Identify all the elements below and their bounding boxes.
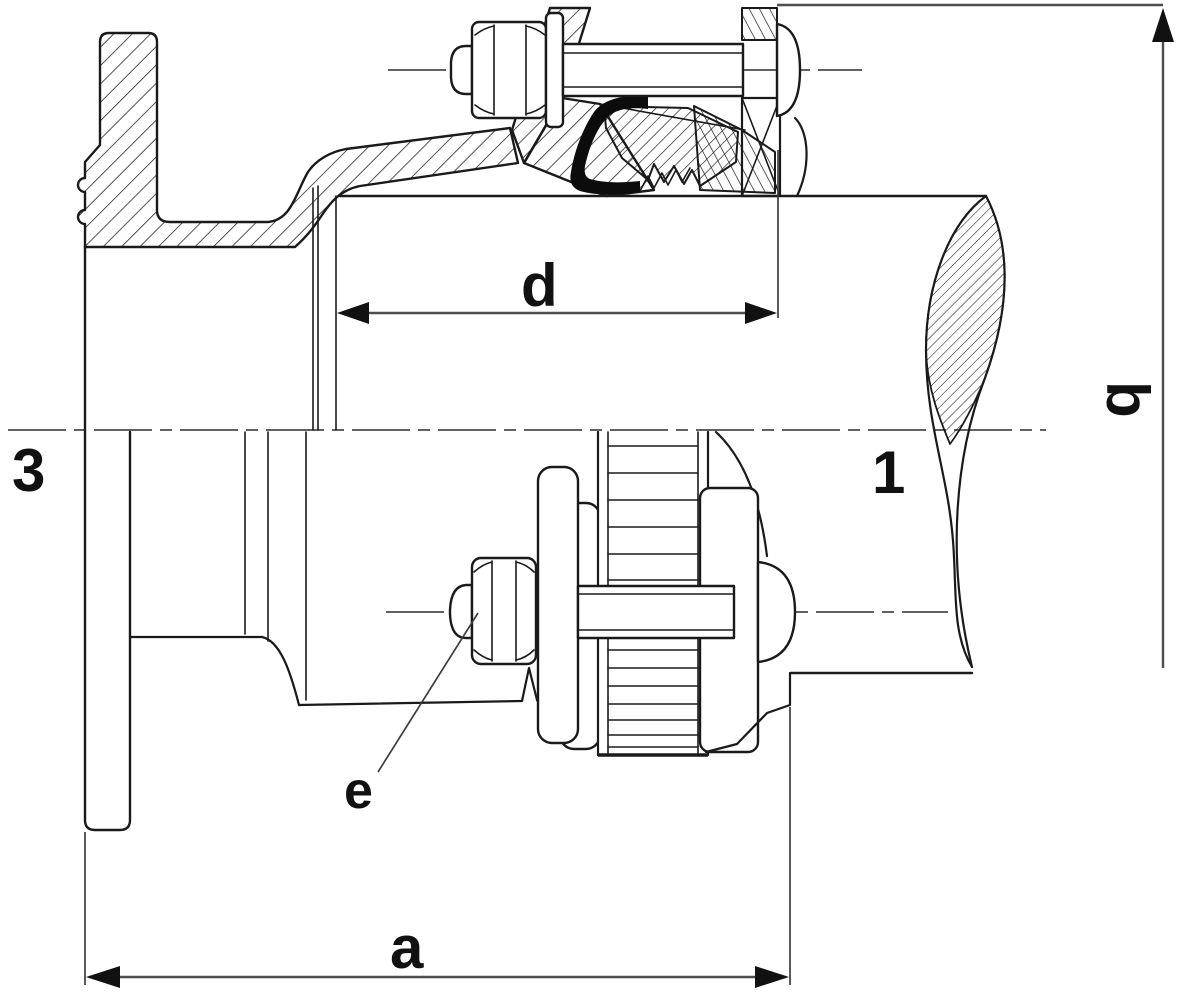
gasket-chamber — [570, 95, 776, 195]
part-label-pipe: 1 — [872, 439, 905, 506]
grip-ring-teeth — [639, 167, 691, 192]
dimension-b: b — [777, 3, 1174, 668]
top-bolt-thread-tip — [449, 44, 474, 96]
gland-wing-silhouette — [714, 430, 769, 558]
top-bolt-head — [775, 22, 802, 118]
grip-ring-ribs — [607, 445, 699, 748]
top-bolt-assembly — [449, 11, 802, 129]
part-label-flange-adapter: 3 — [12, 437, 45, 504]
bottom-bolt-nut — [470, 556, 538, 666]
arrowhead-up — [1152, 8, 1174, 42]
dimension-d: d — [337, 150, 779, 324]
rubber-seal — [570, 95, 648, 195]
nut-chamfers — [473, 561, 535, 661]
lug-root-silhouette-right — [704, 671, 792, 754]
top-bolt-washer — [544, 11, 565, 129]
hub-fillet — [260, 635, 301, 707]
arrowhead-right — [745, 302, 777, 324]
arrowhead-left — [337, 302, 369, 324]
callout-label-e: e — [344, 762, 373, 820]
arrowhead-right — [755, 966, 789, 988]
pipe-break-crescent — [925, 195, 1006, 445]
pipe-break-outer-curve — [955, 194, 1006, 669]
flange-disc-outline — [83, 245, 132, 832]
pipe-break-inner-curve — [924, 194, 988, 669]
dim-label-d: d — [521, 252, 558, 319]
gland-ring-right-face — [793, 116, 808, 198]
pipe — [312, 185, 1006, 675]
bell-bottom-edge — [297, 699, 524, 707]
flange-body-hatched — [76, 31, 520, 249]
bottom-bolt-assembly — [448, 556, 797, 666]
nut-chamfers — [474, 25, 546, 115]
pressure-ring-hatched — [693, 105, 776, 194]
bottom-bolt-head — [756, 560, 797, 664]
top-bolt-shank — [561, 42, 745, 98]
top-bolt-nut — [470, 20, 548, 120]
callout-e: e — [344, 612, 479, 820]
arrowhead-left — [86, 966, 120, 988]
clamp-lug-top-hatched — [741, 7, 778, 41]
dim-label-a: a — [390, 914, 424, 981]
coupling-exterior-lower — [83, 245, 792, 832]
dim-label-b: b — [1094, 381, 1161, 418]
dimension-a: a — [84, 707, 791, 988]
bottom-bolt-thread-tip — [448, 583, 474, 640]
body-lug-plate-front — [536, 465, 580, 745]
